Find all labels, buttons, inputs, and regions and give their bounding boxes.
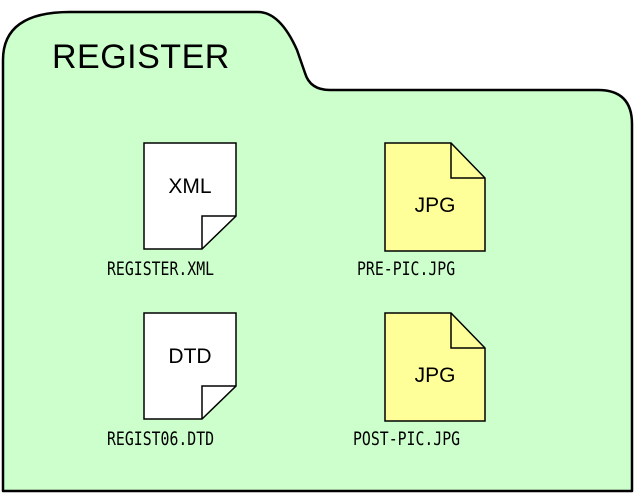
document-icon <box>143 312 237 420</box>
file-name-label: POST-PIC.JPG <box>353 428 461 450</box>
file-register-xml[interactable]: XML <box>143 142 251 250</box>
image-file-icon <box>384 312 486 422</box>
file-type-label: JPG <box>414 194 456 217</box>
file-type-label: DTD <box>168 345 212 368</box>
file-pre-pic-jpg[interactable]: JPG <box>384 142 492 252</box>
file-type-label: XML <box>168 175 212 198</box>
file-regist06-dtd[interactable]: DTD <box>143 312 251 420</box>
folder-title: REGISTER <box>52 38 230 76</box>
file-name-label: PRE-PIC.JPG <box>357 258 456 280</box>
document-icon <box>143 142 237 250</box>
file-name-label: REGIST06.DTD <box>107 428 215 450</box>
folder-outline <box>1 10 634 493</box>
file-name-label: REGISTER.XML <box>107 258 215 280</box>
image-file-icon <box>384 142 486 252</box>
file-post-pic-jpg[interactable]: JPG <box>384 312 492 422</box>
file-type-label: JPG <box>414 364 456 387</box>
